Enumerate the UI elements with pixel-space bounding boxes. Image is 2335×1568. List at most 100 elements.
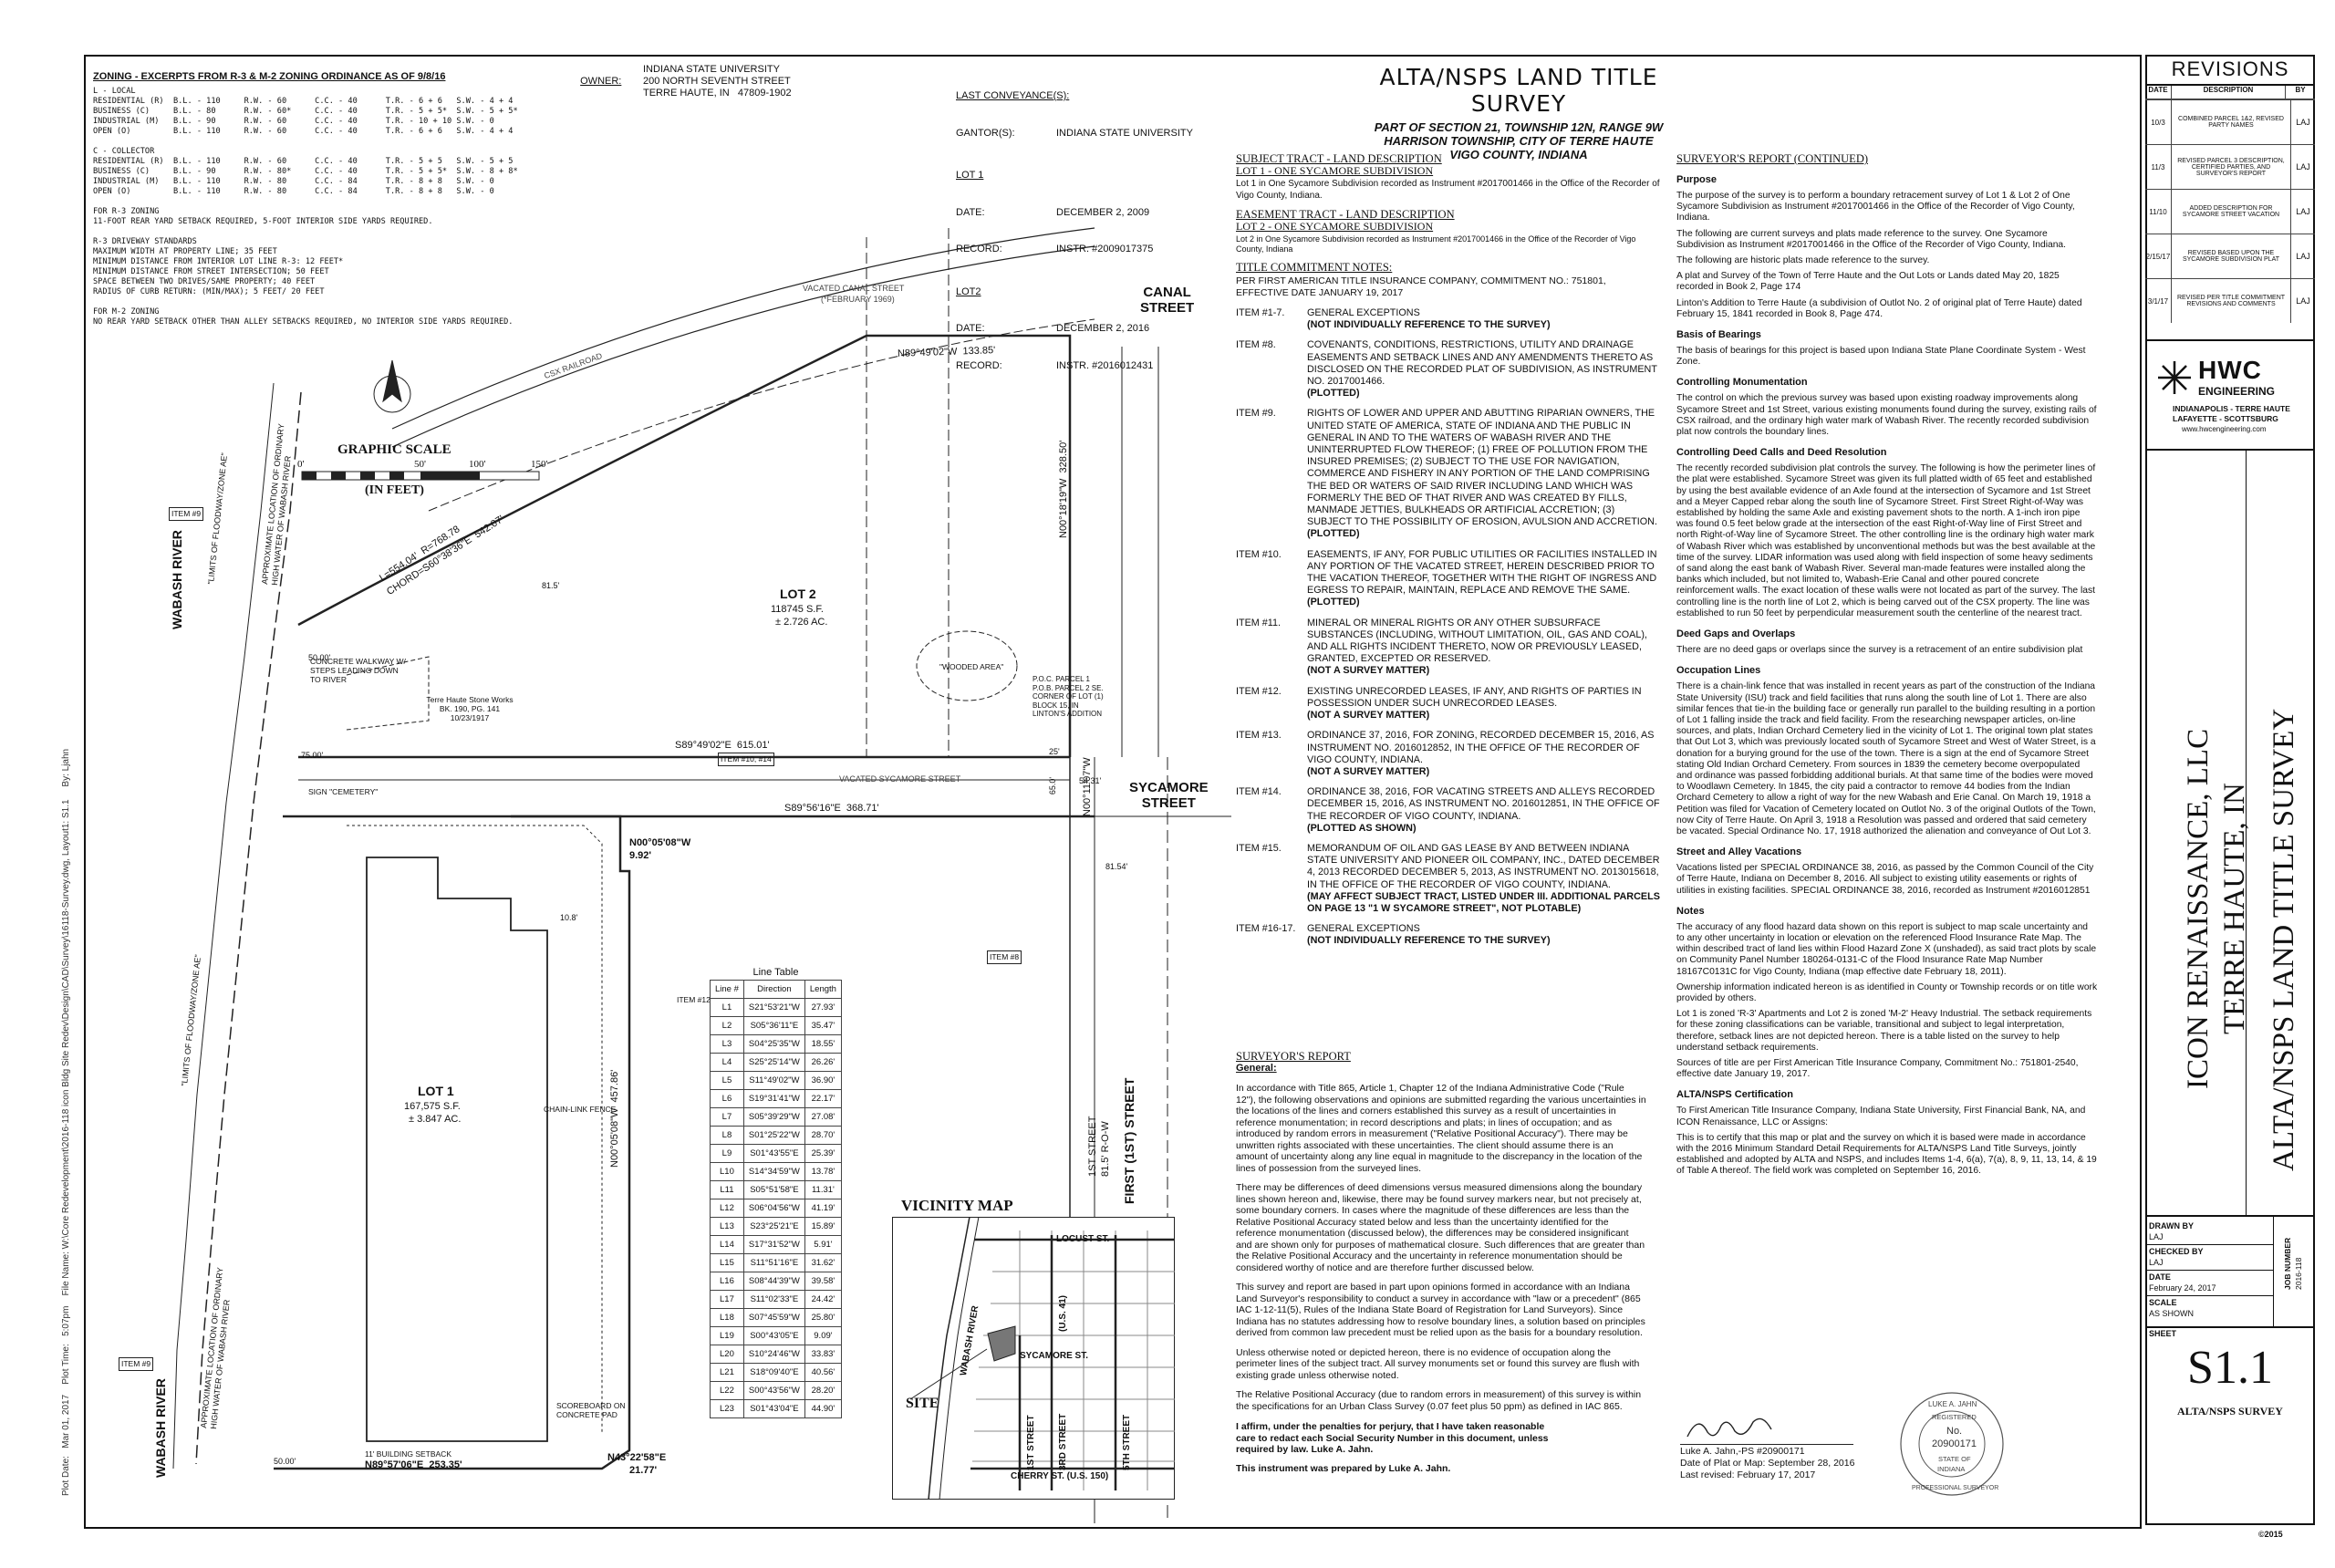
affirm-text: I affirm, under the penalties for perjur… bbox=[1236, 1421, 1549, 1455]
line-length: 11.31' bbox=[804, 1180, 842, 1199]
report2-paragraph: The accuracy of any flood hazard data sh… bbox=[1676, 921, 2097, 977]
commitment-item-status: (NOT A SURVEY MATTER) bbox=[1307, 710, 1430, 722]
line-length: 22.17' bbox=[804, 1089, 842, 1108]
dim-81-5: 81.5' bbox=[542, 581, 560, 590]
line-direction: S01°43'04"E bbox=[742, 1399, 805, 1418]
revision-description: REVISED PARCEL 3 DESCRIPTION, CERTIFIED … bbox=[2172, 145, 2291, 189]
surveyors-report: SURVEYOR'S REPORT General: In accordance… bbox=[1236, 1051, 1646, 1474]
vicinity-map-svg bbox=[892, 1217, 1175, 1500]
zoning-line: R-3 DRIVEWAY STANDARDS bbox=[93, 237, 197, 246]
commitment-item: ITEM #8.COVENANTS, CONDITIONS, RESTRICTI… bbox=[1236, 339, 1660, 400]
report2-section-heading: Controlling Deed Calls and Deed Resoluti… bbox=[1676, 447, 1887, 459]
dim-75: 75.00' bbox=[301, 751, 324, 760]
line-number: L12 bbox=[710, 1199, 744, 1218]
survey-subtitle-1: PART OF SECTION 21, TOWNSHIP 12N, RANGE … bbox=[1374, 120, 1664, 134]
line-length: 35.47' bbox=[804, 1016, 842, 1035]
line-direction: S25°25'14"W bbox=[742, 1053, 805, 1072]
report2-section-heading: ALTA/NSPS Certification bbox=[1676, 1089, 1793, 1101]
checked-by-label: CHECKED BY bbox=[2149, 1247, 2204, 1256]
first-street-label: FIRST (1ST) STREET bbox=[1122, 1077, 1136, 1204]
report2-paragraph: The following are historic plats made re… bbox=[1676, 255, 1930, 266]
line-number: L3 bbox=[710, 1034, 744, 1054]
bearing-jog-dist: 9.92' bbox=[629, 850, 652, 861]
commitment-item-status: (NOT INDIVIDUALLY REFERENCE TO THE SURVE… bbox=[1307, 935, 1551, 947]
vacated-canal-street: VACATED CANAL STREET bbox=[803, 284, 905, 293]
cemetery-sign: SIGN "CEMETERY" bbox=[308, 787, 379, 796]
pob-note: P.O.C. PARCEL 1 P.O.B. PARCEL 2 SE. CORN… bbox=[1033, 675, 1104, 718]
bearing-corner: N43°22'58"E bbox=[607, 1452, 667, 1463]
report2-paragraph: The basis of bearings for this project i… bbox=[1676, 346, 2086, 368]
first-street-small: 1ST STREET bbox=[1087, 1116, 1098, 1177]
checked-by: LAJ bbox=[2149, 1258, 2164, 1267]
graphic-scale-bar bbox=[301, 471, 540, 481]
line-direction: S17°31'52"W bbox=[742, 1235, 805, 1254]
revision-date: 11/3 bbox=[2145, 145, 2172, 189]
vicinity-map: VICINITY MAP LOCUST ST. SYCAMORE ST. CHE… bbox=[892, 1197, 1175, 1502]
sycamore-label-1: SYCAMORE bbox=[1129, 780, 1209, 795]
line-direction: S10°24'46"W bbox=[742, 1345, 805, 1364]
vicinity-locust: LOCUST ST. bbox=[1056, 1234, 1110, 1244]
zoning-line: BUSINESS (C) B.L. - 90 R.W. - 80* C.C. -… bbox=[93, 167, 518, 176]
scale-title: GRAPHIC SCALE bbox=[337, 442, 451, 457]
owner-line: 200 NORTH SEVENTH STREET bbox=[643, 76, 791, 87]
line-length: 44.90' bbox=[804, 1399, 842, 1418]
drawn-by: LAJ bbox=[2149, 1232, 2164, 1241]
line-direction: S05°36'11"E bbox=[742, 1016, 805, 1035]
commitment-item-status: (NOT A SURVEY MATTER) bbox=[1307, 665, 1430, 677]
line-table-title: Line Table bbox=[752, 967, 799, 978]
line-number: L16 bbox=[710, 1272, 744, 1291]
revisions-by-header: BY bbox=[2295, 86, 2306, 94]
line-direction: S19°31'41"W bbox=[742, 1089, 805, 1108]
line-number: L9 bbox=[710, 1144, 744, 1163]
report2-paragraph: This is to certify that this map or plat… bbox=[1676, 1132, 2097, 1177]
bearing-sycamore-north: S89°49'02"E 615.01' bbox=[675, 740, 770, 751]
line-direction: S07°45'59"W bbox=[742, 1308, 805, 1327]
revision-description: REVISED PER TITLE COMMITMENT REVISIONS A… bbox=[2172, 279, 2291, 323]
plan-item9-tag-1: ITEM #9 bbox=[169, 507, 204, 521]
seal-registered: REGISTERED bbox=[1932, 1413, 1977, 1421]
survey-title: ALTA/NSPS LAND TITLE SURVEY bbox=[1379, 64, 1658, 117]
company-sub: ENGINEERING bbox=[2198, 385, 2276, 398]
line-table-header-direction: Direction bbox=[742, 980, 805, 999]
revision-date: 2/15/17 bbox=[2145, 234, 2172, 278]
commitment-item-status: (NOT A SURVEY MATTER) bbox=[1307, 765, 1430, 777]
survey-subtitle-2: HARRISON TOWNSHIP, CITY OF TERRE HAUTE bbox=[1384, 134, 1654, 148]
easement-tract-text: Lot 2 in One Sycamore Subdivision record… bbox=[1236, 234, 1636, 254]
report-general: General: bbox=[1236, 1063, 1277, 1074]
report2-paragraph: The purpose of the survey is to perform … bbox=[1676, 191, 2075, 223]
report2-paragraph: Ownership information indicated hereon i… bbox=[1676, 981, 2098, 1003]
date-value: February 24, 2017 bbox=[2149, 1283, 2216, 1293]
dim-81-54: 81.54' bbox=[1105, 862, 1128, 871]
report2-paragraph: There are no deed gaps or overlaps since… bbox=[1676, 645, 2083, 656]
sheet-number: S1.1 bbox=[2187, 1342, 2273, 1394]
lot2-area-sf: 118745 S.F. bbox=[771, 604, 824, 615]
lot1-area-ac: ± 3.847 AC. bbox=[409, 1114, 462, 1125]
lot2-record: INSTR. #2016012431 bbox=[1056, 359, 1154, 371]
dim-50-south: 50.00' bbox=[274, 1457, 296, 1466]
scale-tick-50: 50' bbox=[414, 459, 426, 470]
report-paragraph: The Relative Positional Accuracy (due to… bbox=[1236, 1389, 1642, 1412]
company-locations-1: INDIANAPOLIS - TERRE HAUTE bbox=[2173, 404, 2290, 413]
line-number: L13 bbox=[710, 1217, 744, 1236]
owner-label: OWNER: bbox=[580, 76, 622, 87]
report2-section-heading: Occupation Lines bbox=[1676, 665, 1761, 677]
zoning-line: L - LOCAL bbox=[93, 87, 136, 96]
report2-paragraph: There is a chain-link fence that was ins… bbox=[1676, 681, 2096, 836]
commitment-item-status: (PLOTTED AS SHOWN) bbox=[1307, 822, 1417, 834]
zoning-block: ZONING - EXCERPTS FROM R-3 & M-2 ZONING … bbox=[93, 71, 586, 327]
dim-10-8: 10.8' bbox=[560, 913, 578, 922]
drawing-border bbox=[84, 55, 2142, 1529]
seal-number: 20900171 bbox=[1932, 1438, 1977, 1449]
